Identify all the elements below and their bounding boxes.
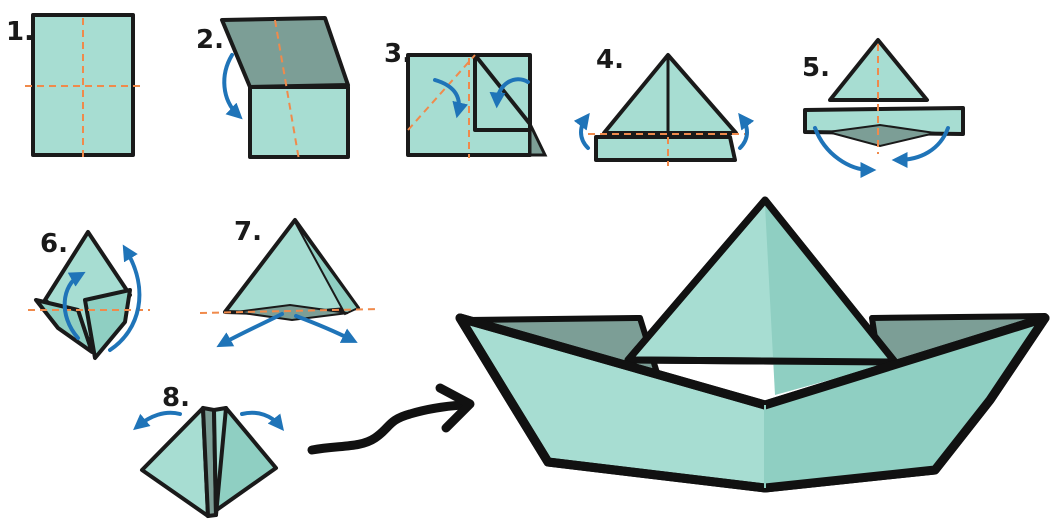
step-5-label: 5. <box>802 53 830 83</box>
step-3: 3. <box>384 39 545 158</box>
step-2: 2. <box>196 18 348 160</box>
result-arrow <box>312 388 470 450</box>
step-7: 7. <box>200 217 378 344</box>
step-8: 8. <box>138 383 280 516</box>
open-left-arrow <box>138 413 180 426</box>
pull-left-panel <box>142 408 208 516</box>
step-6: 6. <box>28 229 150 358</box>
step-4: 4. <box>581 45 748 166</box>
finished-boat <box>460 200 1045 488</box>
step-8-label: 8. <box>162 383 190 413</box>
bottom-flap <box>596 137 735 160</box>
step-1-label: 1. <box>6 17 34 47</box>
paper-bottom-half <box>250 87 348 157</box>
step-4-label: 4. <box>596 45 624 75</box>
step-2-label: 2. <box>196 25 224 55</box>
fold-up-right-arrow <box>740 118 747 148</box>
pull-right-arrow <box>296 316 352 340</box>
step-7-label: 7. <box>234 217 262 247</box>
pull-left-arrow <box>222 314 282 344</box>
folded-top-half <box>222 18 348 87</box>
fold-up-left-arrow <box>581 118 588 148</box>
open-right-arrow <box>242 413 280 426</box>
step-5: 5. <box>802 40 963 170</box>
step-6-label: 6. <box>40 229 68 259</box>
result-arrow-shaft <box>312 405 462 450</box>
fold-down-arrow <box>224 55 238 115</box>
back-layer-corner <box>530 124 545 155</box>
step-1: 1. <box>6 15 140 162</box>
